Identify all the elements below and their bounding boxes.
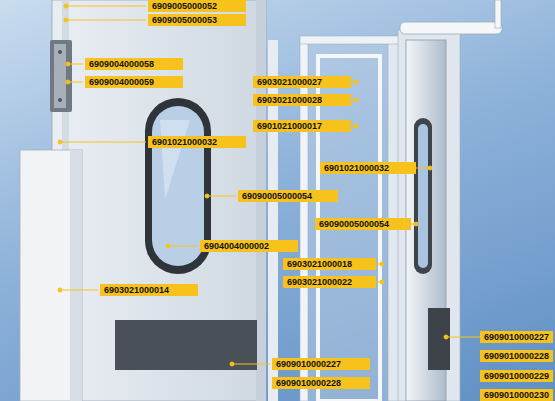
hinge [50, 40, 72, 112]
callout-number: 6901021000017 [253, 120, 351, 132]
bumper-side [70, 150, 82, 401]
door-leaf [52, 0, 266, 401]
kick-plate [428, 308, 450, 370]
hinge-leaf [54, 44, 66, 108]
callout-number: 6909005000053 [148, 14, 246, 26]
outer-frame [398, 30, 460, 401]
bumper-post [20, 150, 82, 401]
callout-number: 6909005000052 [148, 0, 246, 12]
kick-plate [115, 320, 257, 370]
callout-number: 6901021000032 [148, 136, 246, 148]
callout-number: 6903021000022 [283, 276, 376, 288]
callout-number: 69090005000054 [238, 190, 338, 202]
callout-number: 6903021000027 [253, 76, 351, 88]
window-glass [152, 106, 204, 266]
callout-number: 6909010000229 [480, 370, 553, 382]
callout-number: 6903021000018 [283, 258, 376, 270]
callout-number: 6903021000014 [100, 284, 198, 296]
window-frame [414, 118, 432, 274]
callout-number: 6909010000227 [272, 358, 370, 370]
frame-head [300, 36, 400, 44]
window-glass [418, 124, 428, 268]
leader-line [58, 4, 490, 397]
callout-number: 6909004000058 [85, 58, 183, 70]
callout-number: 6903021000028 [253, 94, 351, 106]
track-support [495, 0, 501, 28]
callout-number: 6909010000228 [480, 350, 553, 362]
callout-number: 6909010000228 [272, 377, 370, 389]
top-track [400, 22, 502, 34]
callout-number: 69090005000054 [315, 218, 411, 230]
callout-number: 6901021000032 [320, 162, 416, 174]
callout-number: 6904004000002 [200, 240, 298, 252]
callout-number: 6909010000227 [480, 331, 553, 343]
callout-number: 6909004000059 [85, 76, 183, 88]
callout-number: 6909010000230 [480, 389, 553, 401]
